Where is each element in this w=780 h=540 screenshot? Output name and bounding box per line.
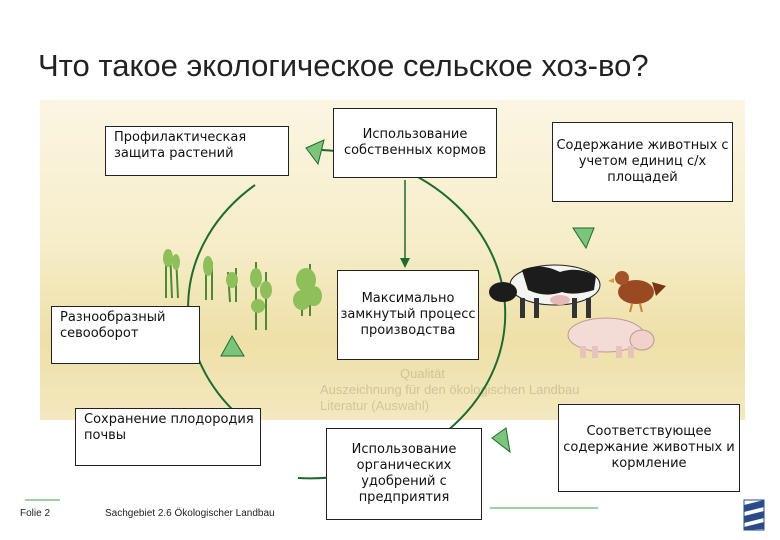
arrowhead-bottom <box>491 427 511 454</box>
background-text-line: Literatur (Auswahl) <box>320 398 430 413</box>
background-text-line: Qualität <box>400 366 445 381</box>
arrowhead-top-right <box>572 227 595 250</box>
arrowhead-left <box>220 334 245 357</box>
crop-leaves-illustration <box>163 249 322 313</box>
background-text-line: Auszeichnung für den ökologischen Landba… <box>320 382 580 397</box>
page-title: Что такое экологическое сельское хоз-во? <box>38 48 649 83</box>
pig-illustration <box>567 317 655 358</box>
box-closed-process: Максимально замкнутый процесс производст… <box>337 270 479 360</box>
cow-illustration <box>489 264 601 318</box>
box-livestock-units: Содержание животных с учетом единиц с/х … <box>552 122 733 202</box>
footer-section: Sachgebiet 2.6 Ökologischer Landbau <box>105 508 275 519</box>
box-crop-rotation: Разнообразный севооборот <box>51 306 200 364</box>
box-own-feed: Использование собственных кормов <box>333 108 497 178</box>
box-animal-husbandry: Соответствующее содержание животных и ко… <box>558 404 740 492</box>
box-soil-fertility: Сохранение плодородия почвы <box>75 408 261 466</box>
cycle-ring <box>187 184 256 426</box>
box-organic-fertilizer: Использование органических удобрений с п… <box>326 428 482 520</box>
footer-slide-number: Folie 2 <box>20 508 51 519</box>
bavarian-logo-icon <box>743 499 765 531</box>
chicken-illustration <box>608 271 666 313</box>
center-arrowhead <box>400 258 410 268</box>
arrowhead-top <box>305 139 325 166</box>
box-prophylactic-protection: Профилактическая защита растений <box>105 126 289 176</box>
